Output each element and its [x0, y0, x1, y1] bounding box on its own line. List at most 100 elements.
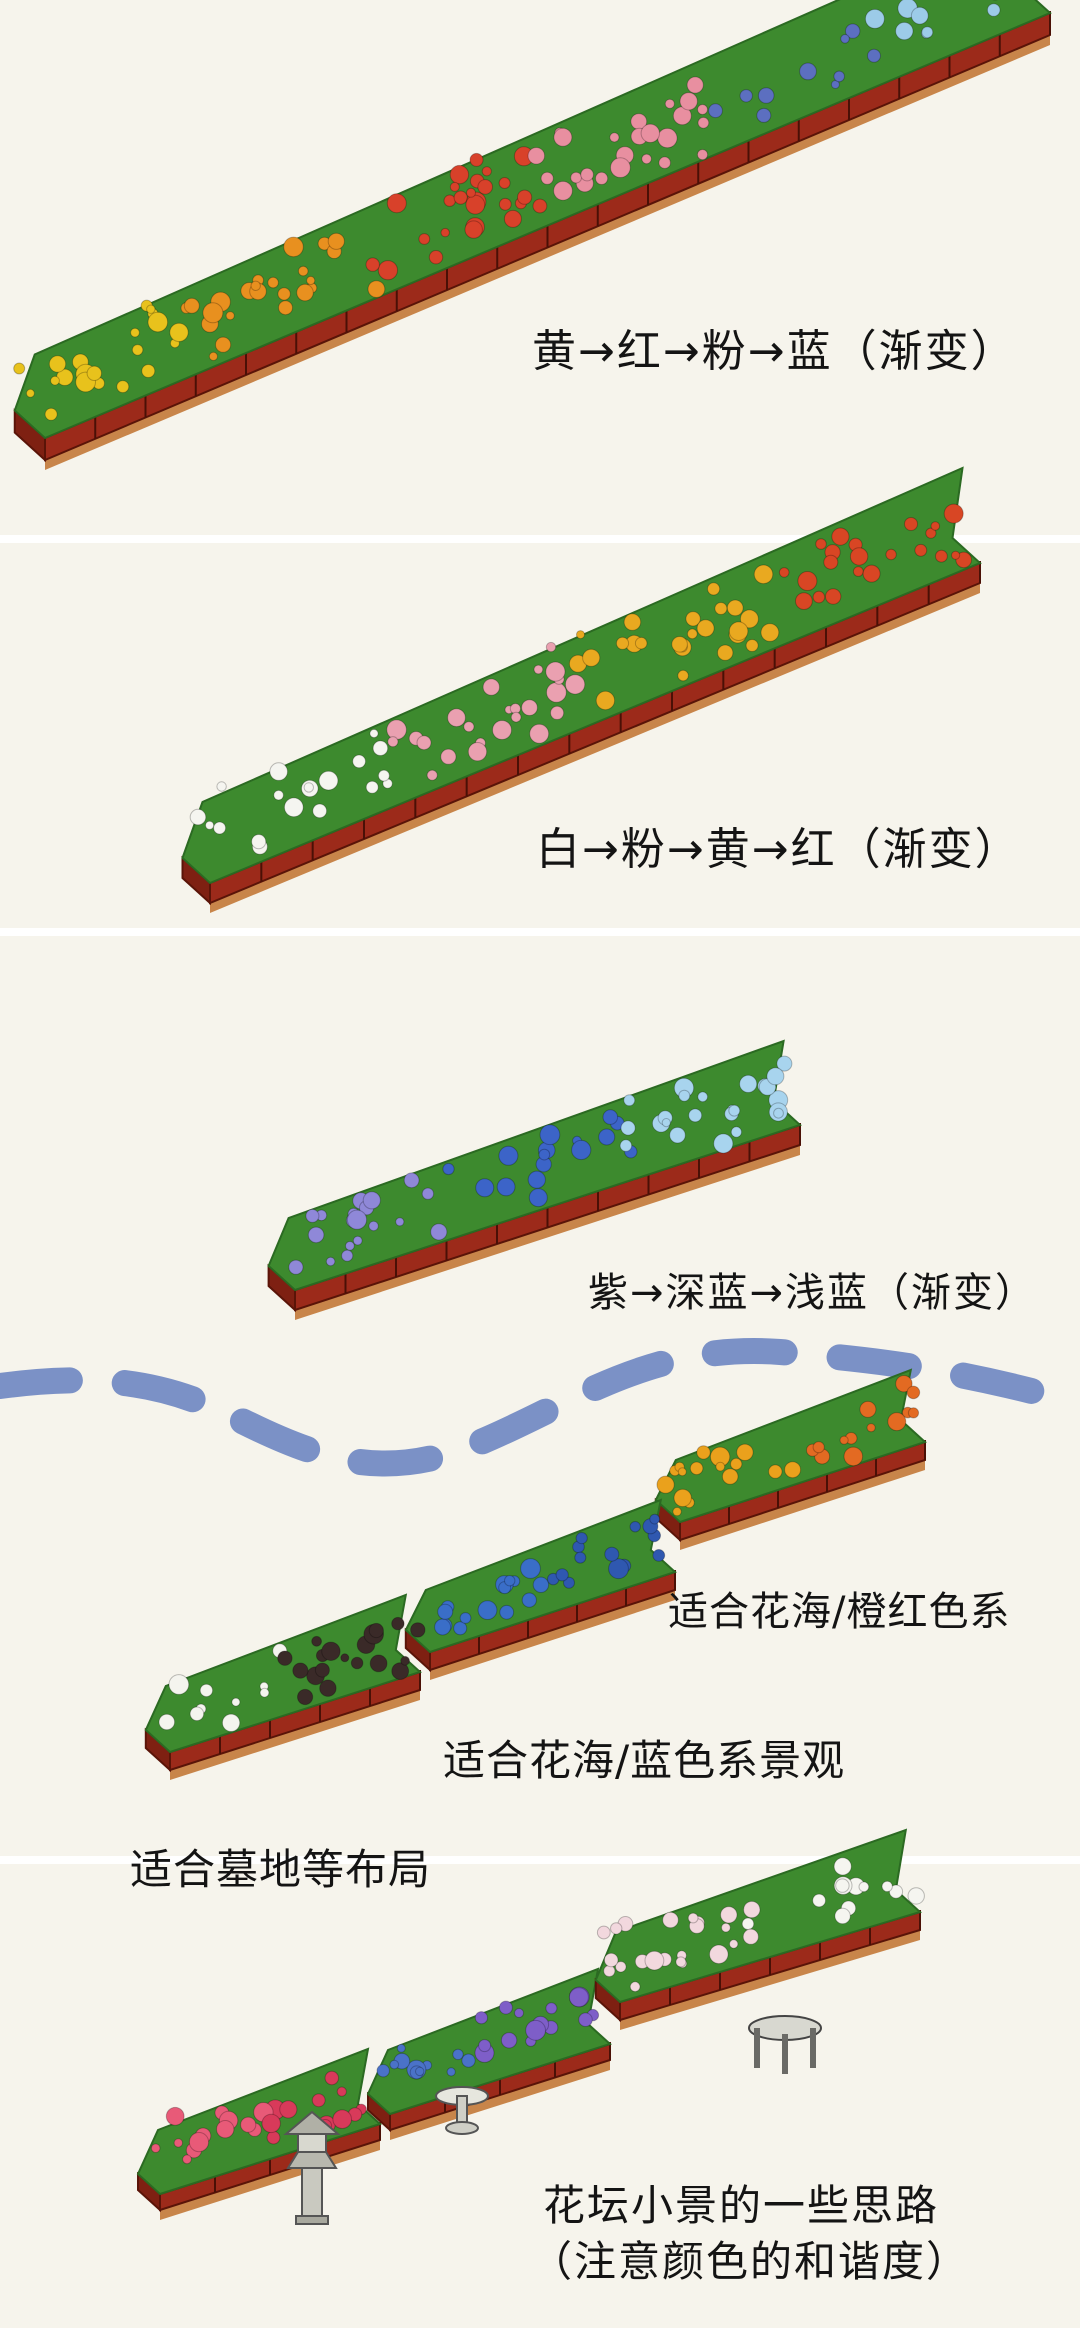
flower-blossom — [327, 232, 345, 250]
flower-blossom — [669, 1126, 686, 1144]
flower-blossom — [729, 1939, 739, 1949]
flower-blossom — [799, 62, 817, 81]
flower-blossom — [910, 6, 929, 25]
flower-blossom — [469, 152, 484, 167]
flower-blossom — [812, 1441, 825, 1454]
flower-blossom — [319, 1679, 337, 1697]
flower-blossom — [463, 721, 475, 733]
flower-blossom — [677, 1467, 687, 1477]
flower-blossom — [527, 147, 546, 165]
bed-soil-edge — [620, 1930, 920, 2030]
bed-soil-edge — [430, 1590, 675, 1680]
flower-blossom — [555, 1568, 569, 1582]
flower-bed-orange — [654, 1368, 927, 1550]
flower-blossom — [173, 2138, 184, 2148]
flower-blossom — [866, 1423, 876, 1433]
flower-blossom — [307, 1226, 325, 1244]
flower-blossom — [545, 661, 566, 682]
flower-blossom — [350, 1656, 364, 1670]
flower-blossom — [496, 1177, 516, 1197]
flower-blossom — [545, 641, 557, 653]
flower-blossom — [367, 280, 386, 299]
flower-blossom — [570, 171, 582, 184]
flower-blossom — [362, 1191, 381, 1210]
flower-blossom — [240, 2116, 257, 2133]
flower-blossom — [620, 1120, 636, 1136]
flower-blossom — [279, 2100, 298, 2119]
bed-foliage — [267, 1039, 802, 1292]
bed-soil-edge — [680, 1460, 925, 1550]
flower-blossom — [225, 311, 235, 321]
flower-blossom — [687, 1912, 699, 1924]
flower-blossom — [527, 1170, 546, 1189]
flower-blossom — [696, 619, 715, 638]
flower-blossom — [277, 1650, 293, 1666]
flower-blossom — [189, 808, 207, 826]
flower-blossom — [251, 834, 267, 850]
flower-blossom — [267, 276, 279, 289]
flower-blossom — [86, 365, 103, 381]
flower-blossom — [131, 344, 144, 356]
flower-blossom — [833, 70, 846, 83]
flower-blossom — [835, 1878, 850, 1893]
flower-blossom — [205, 820, 215, 830]
flower-blossom — [538, 1148, 551, 1161]
flower-blossom — [795, 592, 813, 610]
flower-blossom — [830, 80, 840, 89]
caption-vignette-line-2: （注意颜色的和谐度） — [530, 2237, 971, 2286]
flower-blossom — [644, 1950, 665, 1971]
flower-blossom — [188, 2132, 210, 2153]
flower-blossom — [292, 1662, 309, 1679]
flower-blossom — [306, 275, 316, 286]
flower-blossom — [921, 26, 934, 39]
flower-blossom — [183, 297, 200, 314]
flower-blossom — [776, 1055, 793, 1072]
flower-blossom — [303, 782, 314, 793]
flower-blossom — [895, 1375, 913, 1393]
bed-foliage — [13, 0, 1052, 440]
flower-blossom — [545, 2002, 558, 2015]
flower-blossom — [321, 1641, 341, 1661]
flower-blossom — [658, 156, 672, 169]
flower-blossom — [686, 628, 698, 640]
flower-blossom — [44, 407, 58, 421]
flower-blossom — [623, 613, 642, 631]
flower-blossom — [352, 1235, 363, 1246]
flower-blossom — [478, 2039, 492, 2053]
flower-blossom — [839, 1435, 849, 1445]
flower-blossom — [391, 1662, 410, 1680]
birdbath-icon — [435, 2086, 489, 2135]
caption-flower-sea-orange: 适合花海/橙红色系 — [668, 1589, 1011, 1635]
bed-foliage — [404, 1498, 677, 1654]
flower-blossom — [532, 198, 548, 214]
flower-blossom — [914, 543, 928, 557]
caption-gradient-2: 白→粉→黄→红（渐变） — [536, 824, 1021, 875]
flower-blossom — [784, 1461, 802, 1479]
flower-blossom — [521, 699, 538, 717]
flower-blossom — [324, 2070, 339, 2086]
flower-blossom — [428, 250, 444, 265]
flower-blossom — [778, 567, 790, 578]
flower-blossom — [481, 166, 492, 177]
flower-blossom — [602, 1109, 619, 1125]
flower-blossom — [571, 1139, 592, 1161]
flower-blossom — [492, 720, 512, 740]
flower-blossom — [578, 2012, 593, 2028]
flower-blossom — [440, 748, 457, 765]
bed-foliage — [654, 1368, 927, 1524]
flower-blossom — [514, 2008, 524, 2018]
flower-blossom — [629, 1981, 641, 1993]
panel-divider — [0, 928, 1080, 936]
flower-blossom — [859, 1400, 877, 1418]
flower-blossom — [741, 1917, 755, 1931]
flower-blossom — [446, 2067, 456, 2077]
flower-blossom — [528, 1188, 548, 1208]
flower-blossom — [657, 127, 678, 149]
flower-blossom — [396, 2043, 406, 2053]
flower-blossom — [182, 2154, 192, 2165]
flower-blossom — [116, 380, 130, 394]
flower-blossom — [845, 23, 861, 39]
flower-blossom — [686, 76, 704, 94]
flower-blossom — [685, 611, 701, 627]
flower-blossom — [823, 554, 839, 570]
